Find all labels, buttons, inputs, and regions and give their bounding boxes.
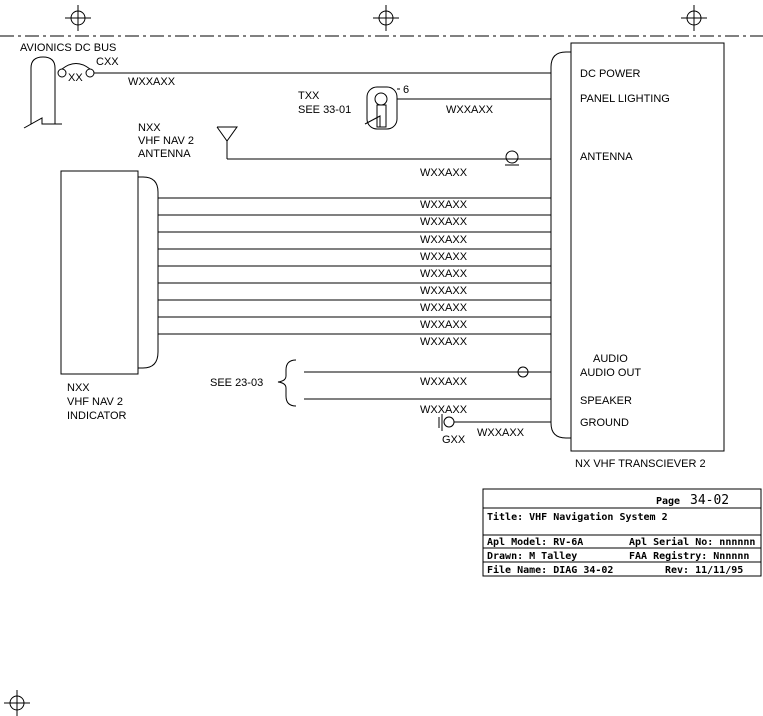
breaker-xx-label: XX — [68, 72, 83, 84]
dimmer-pin-label: 6 — [403, 84, 409, 96]
bus-wire-label-2: WXXAXX — [420, 216, 468, 228]
antenna-vhf-label: VHF NAV 2 — [138, 135, 194, 147]
title-block-faa: FAA Registry: Nnnnnn — [629, 550, 749, 562]
title-block-title: Title: VHF Navigation System 2 — [487, 511, 668, 523]
bus-wire-label-1: WXXAXX — [420, 199, 468, 211]
bus-wire-label-3: WXXAXX — [420, 234, 468, 246]
avionics-bus-breaker-icon — [23, 56, 95, 129]
indicator-name-label: INDICATOR — [67, 410, 127, 422]
crosshair-mark-4 — [4, 690, 30, 716]
bus-wire-label-6: WXXAXX — [420, 285, 468, 297]
audio-splice-icon — [517, 366, 529, 378]
transceiver-box — [570, 42, 725, 452]
transceiver-name: NX VHF TRANSCIEVER 2 — [575, 458, 706, 470]
see-23-label: SEE 23-03 — [210, 377, 263, 389]
title-block-apl-model: Apl Model: RV-6A — [487, 537, 583, 548]
title-block-rev: Rev: 11/11/95 — [665, 565, 743, 576]
bus-wire-label-8: WXXAXX — [420, 319, 468, 331]
ground-icon — [438, 414, 455, 431]
title-block-drawn: Drawn: M Talley — [487, 551, 577, 562]
antenna-name-label: ANTENNA — [138, 148, 191, 160]
title-block-file-name: File Name: DIAG 34-02 — [487, 564, 613, 576]
bus-wire-label-7: WXXAXX — [420, 302, 468, 314]
title-block-apl-serial: Apl Serial No: nnnnnn — [629, 536, 755, 548]
wire-ground-label: WXXAXX — [477, 427, 525, 439]
pin-ground: GROUND — [580, 417, 629, 429]
wire-dc-power-label: WXXAXX — [128, 76, 176, 88]
pin-audio: AUDIO — [593, 353, 628, 365]
pin-panel-lighting: PANEL LIGHTING — [580, 93, 670, 105]
title-block — [482, 488, 762, 577]
bus-wire-label-9: WXXAXX — [420, 336, 468, 348]
wire-lighting-label: WXXAXX — [446, 104, 494, 116]
breaker-cxx-label: CXX — [96, 56, 119, 68]
title-block-page-number: 34-02 — [690, 493, 729, 508]
indicator-vhf-label: VHF NAV 2 — [67, 396, 123, 408]
pin-speaker: SPEAKER — [580, 395, 632, 407]
title-block-page-label: Page — [656, 496, 680, 507]
pin-dc-power: DC POWER — [580, 68, 641, 80]
pin-antenna: ANTENNA — [580, 151, 633, 163]
antenna-nxx-label: NXX — [138, 122, 161, 134]
audio-brace-icon — [277, 359, 297, 407]
wire-antenna-label: WXXAXX — [420, 167, 468, 179]
coax-connector-icon — [505, 150, 519, 166]
avionics-bus-label: AVIONICS DC BUS — [20, 42, 116, 54]
dimmer-txx-label: TXX — [298, 90, 320, 102]
bus-wire-label-4: WXXAXX — [420, 251, 468, 263]
dimmer-see-label: SEE 33-01 — [298, 104, 351, 116]
dimmer-connector-icon — [364, 86, 400, 130]
transceiver-connector — [550, 51, 571, 439]
wire-audio-label: WXXAXX — [420, 376, 468, 388]
bus-wire-label-5: WXXAXX — [420, 268, 468, 280]
antenna-icon — [216, 126, 238, 159]
indicator-box — [60, 170, 139, 375]
crosshair-mark-3 — [681, 5, 707, 31]
wire-speaker-label: WXXAXX — [420, 404, 468, 416]
ground-gxx-label: GXX — [442, 434, 466, 446]
indicator-connector — [138, 176, 159, 369]
pin-audio-out: AUDIO OUT — [580, 367, 641, 379]
crosshair-mark-2 — [373, 5, 399, 31]
crosshair-mark-1 — [65, 5, 91, 31]
indicator-nxx-label: NXX — [67, 382, 90, 394]
